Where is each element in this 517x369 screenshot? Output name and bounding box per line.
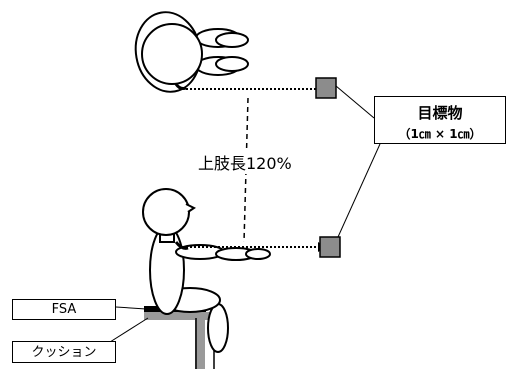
lower-leg — [207, 303, 229, 353]
cushion-label: クッション — [12, 341, 116, 363]
target-size: （1㎝ × 1㎝） — [398, 127, 482, 141]
chair-leg — [195, 312, 205, 369]
fsa-connector — [115, 306, 147, 310]
side-view-head — [142, 188, 190, 236]
top-view-hand — [215, 32, 249, 48]
top-view-head — [141, 23, 203, 85]
seat — [144, 306, 215, 369]
target-square-top — [315, 77, 337, 99]
side-view-figure — [142, 188, 271, 353]
top-view-figure — [134, 11, 249, 93]
target-square-bottom — [319, 236, 341, 258]
cushion-connector — [109, 317, 149, 343]
nose — [185, 203, 196, 213]
callout-line-top — [335, 85, 375, 119]
target-label-box: 目標物 （1㎝ × 1㎝） — [374, 96, 506, 144]
chair-seat — [144, 312, 214, 320]
fsa-label: FSA — [12, 299, 116, 320]
arm-length-label: 上肢長120% — [196, 150, 294, 174]
top-view-lower-hand — [215, 56, 249, 72]
callout-line-bottom — [337, 143, 381, 238]
target-title: 目標物 — [417, 104, 463, 122]
hand — [245, 248, 271, 260]
